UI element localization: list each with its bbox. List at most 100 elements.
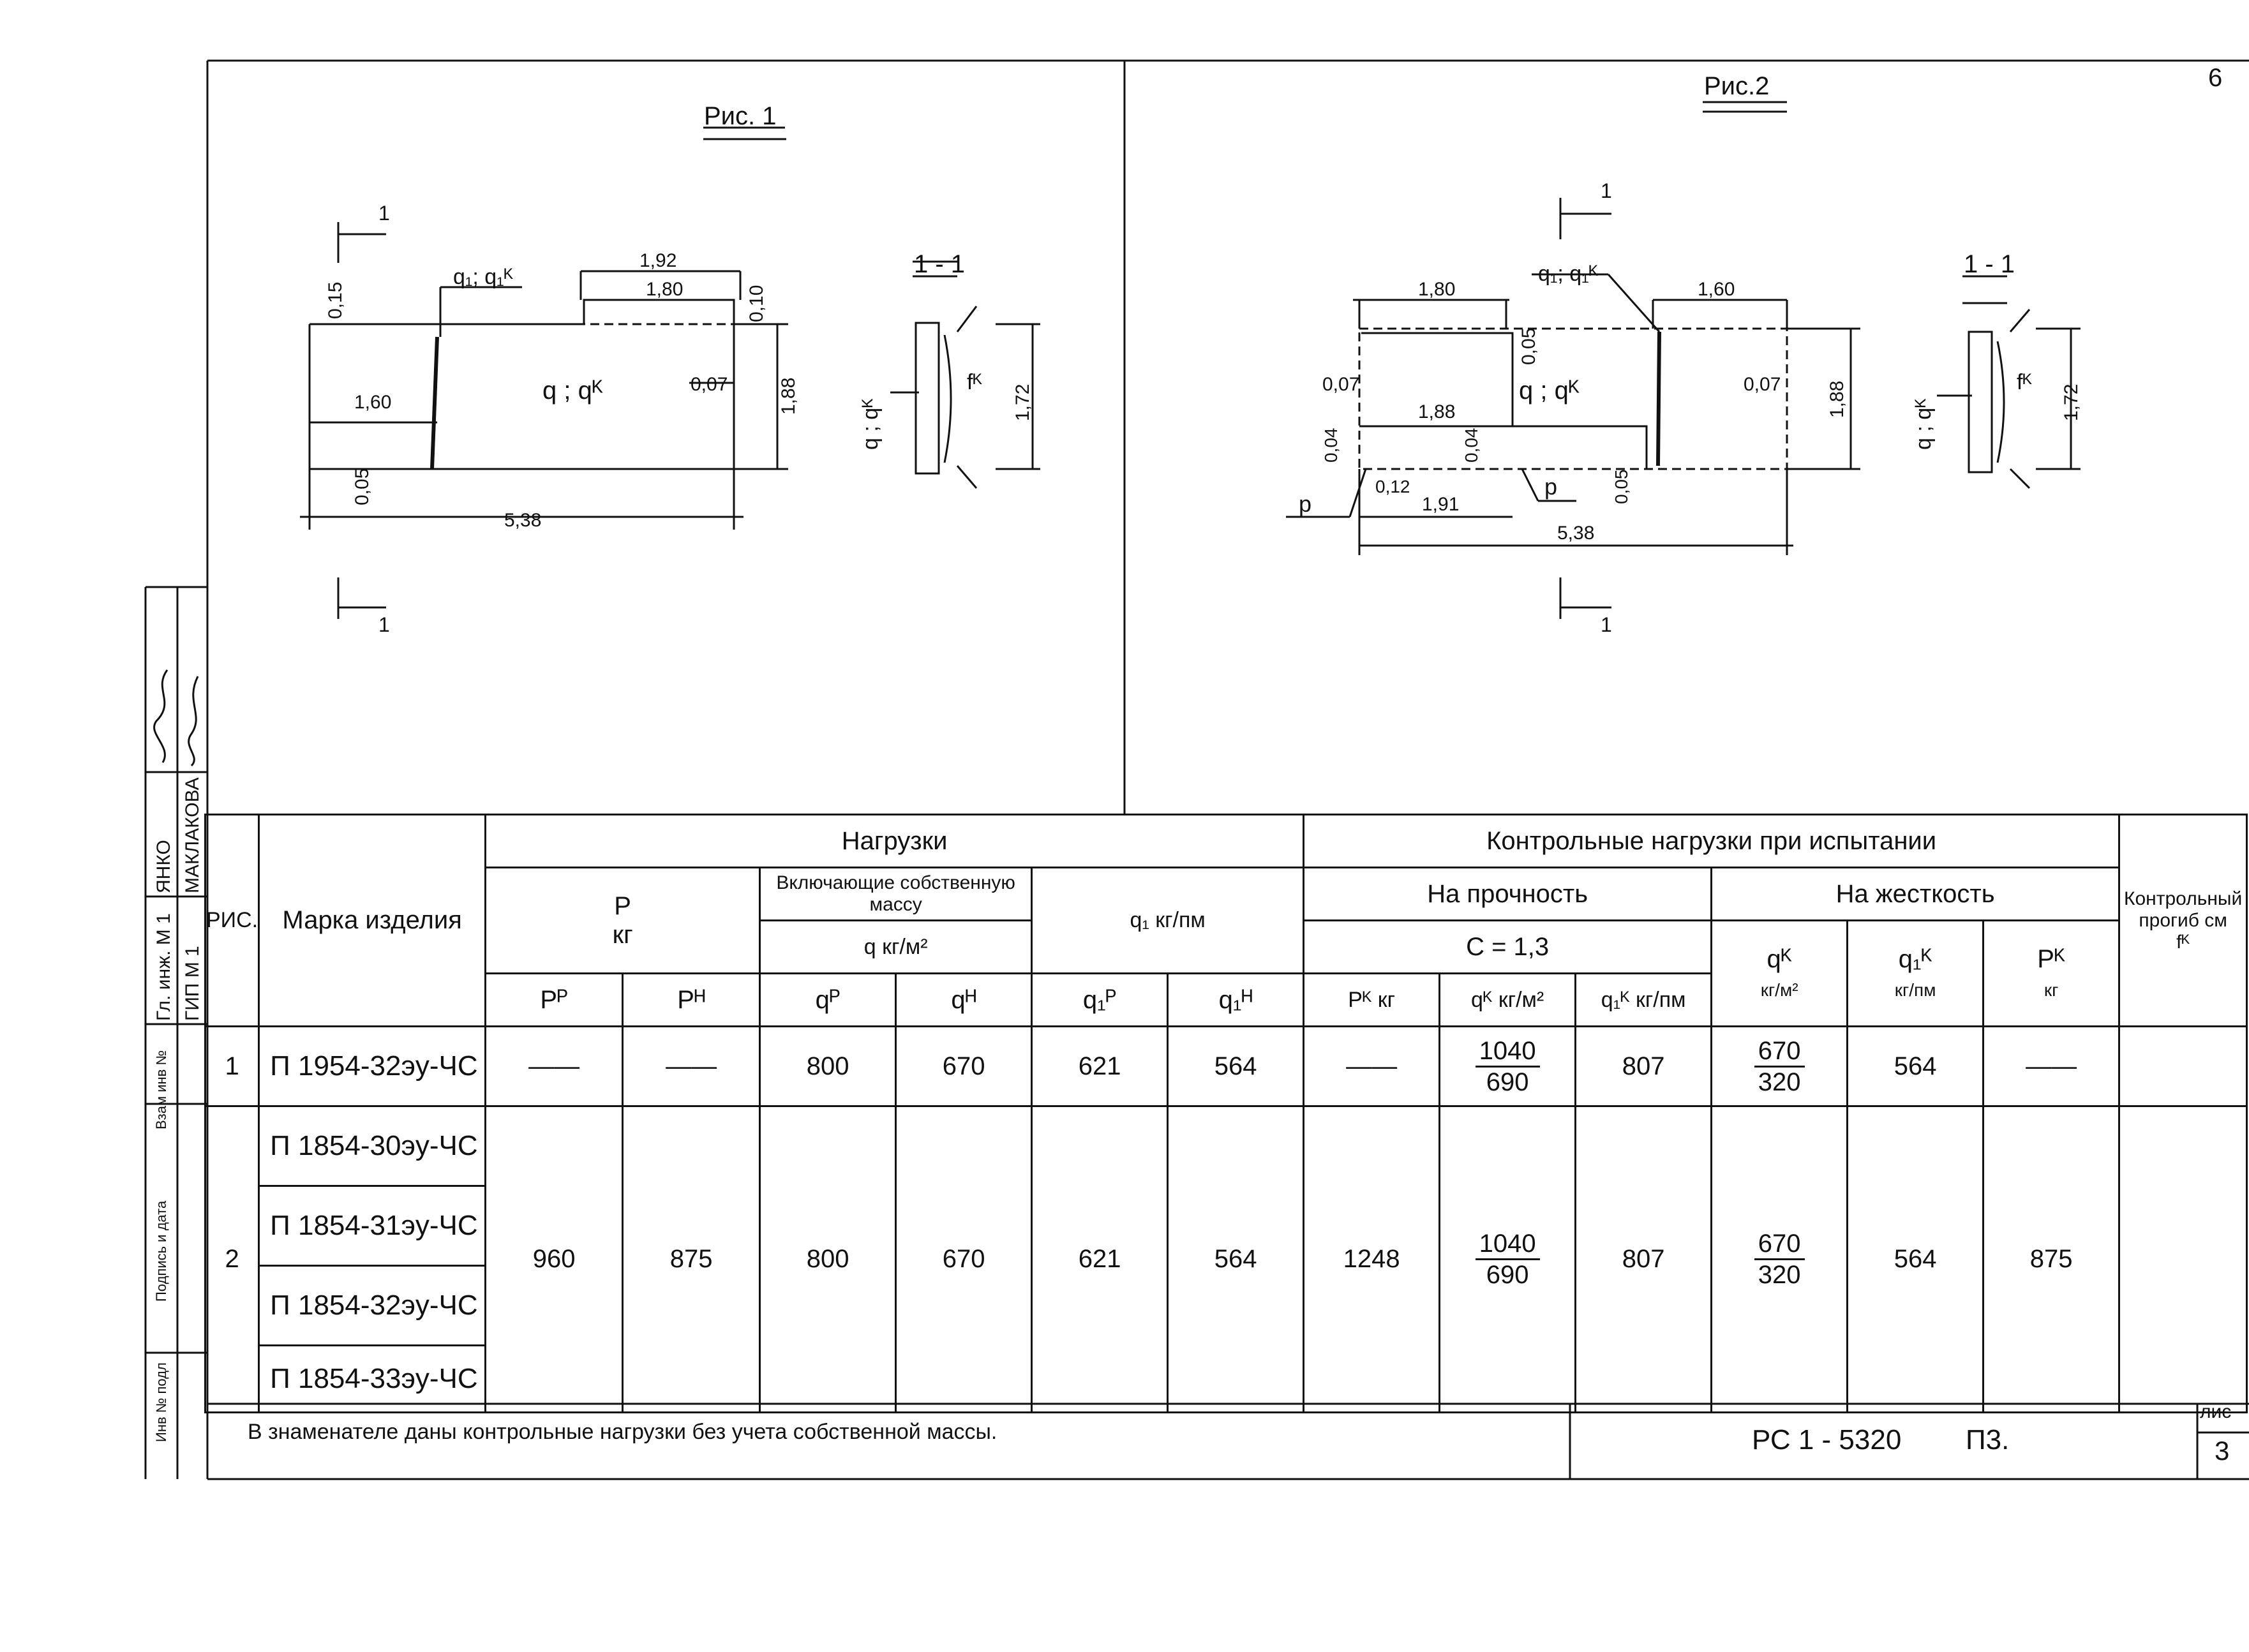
row2-mark: П 1854-32эу-ЧС — [258, 1265, 487, 1346]
fig1-dim: 1,60 — [354, 392, 391, 413]
row2-q1p: 621 — [1031, 1105, 1169, 1413]
row2-deflection — [2118, 1105, 2248, 1413]
fig1-section-marker-top: 1 — [378, 202, 390, 225]
fig2-label-qqk: q ; qᴷ — [1519, 376, 1580, 405]
signatures — [153, 669, 199, 767]
fig2-label-p-left: p — [1299, 491, 1311, 517]
fig2-label-fk: fᴷ — [2017, 370, 2032, 394]
header-stiffness: На жесткость — [1710, 867, 2121, 921]
fig2-dim: 0,04 — [1461, 428, 1481, 463]
fig2-section-marker-top: 1 — [1601, 179, 1612, 202]
subheader-pp: Pᴾ — [484, 972, 624, 1027]
row1-qn: 670 — [895, 1025, 1033, 1107]
header-control: Контрольные нагрузки при испытании — [1303, 814, 2121, 868]
stamp-field-inventory: Инв № подл — [153, 1362, 169, 1442]
header-fig: РИС. — [204, 814, 260, 1027]
stamp-role-gip: ГИП М 1 — [182, 946, 203, 1021]
table-row: 1 П 1954-32эу-ЧС —— —— 800 670 621 564 —… — [204, 1025, 2248, 1107]
fig1-plan — [300, 126, 1040, 619]
fig1-label-q1qk: q₁; q₁ᴷ — [453, 265, 514, 289]
fig2-section-title: 1 - 1 — [1964, 250, 2015, 278]
document-code: РС 1 - 5320 — [1752, 1424, 1902, 1455]
fig1-label-qqk: q ; qᴷ — [542, 376, 603, 405]
fig2-dim: 1,91 — [1422, 494, 1459, 515]
table-row: 2 П 1854-30эу-ЧС 960 875 800 670 621 564… — [204, 1105, 2248, 1413]
row2-qp: 800 — [759, 1105, 897, 1413]
row2-mark: П 1854-31эу-ЧС — [258, 1185, 487, 1267]
row1-q1n: 564 — [1167, 1025, 1305, 1107]
row2-pp: 960 — [484, 1105, 624, 1413]
fig2-section-marker-bottom: 1 — [1601, 613, 1612, 636]
row2-q1k: 807 — [1574, 1105, 1713, 1413]
footnote: В знаменателе даны контрольные нагрузки … — [248, 1420, 997, 1444]
row1-pn: —— — [622, 1025, 761, 1107]
fig1-dim: 1,80 — [646, 279, 683, 300]
row1-pp: —— — [484, 1025, 624, 1107]
header-strength: На прочность — [1303, 867, 1713, 921]
row1-q1p: 621 — [1031, 1025, 1169, 1107]
subheader-qk: qᴷ кг/м² — [1438, 972, 1577, 1027]
row1-qp: 800 — [759, 1025, 897, 1107]
fig1-dim: 1,88 — [778, 378, 799, 415]
row1-q1k: 807 — [1574, 1025, 1713, 1107]
fig1-title: Рис. 1 — [704, 102, 777, 130]
subheader-pn: Pᴴ — [622, 972, 761, 1027]
stamp-field-signature: Подпись и дата — [153, 1200, 169, 1302]
fig2-dim: 1,88 — [1827, 381, 1848, 418]
row1-pk: —— — [1303, 1025, 1441, 1107]
row2-q1n: 564 — [1167, 1105, 1305, 1413]
fig2-label-p-right: p — [1544, 473, 1557, 500]
fig1-dim: 5,38 — [504, 510, 541, 531]
subheader-qp: qᴾ — [759, 972, 897, 1027]
document-suffix: П3. — [1966, 1424, 2010, 1455]
subheader-q1k: q₁ᴷ кг/пм — [1574, 972, 1713, 1027]
row2-mark: П 1854-33эу-ЧС — [258, 1344, 487, 1413]
row2-fig: 2 — [204, 1105, 260, 1413]
fig2-dim: 1,88 — [1418, 401, 1455, 422]
fig2-dim: 0,05 — [1611, 470, 1631, 505]
fig2-label-q1qk: q₁; q₁ᴷ — [1538, 262, 1599, 286]
header-c: C = 1,3 — [1303, 919, 1713, 974]
row1-stf-q1k: 564 — [1846, 1025, 1985, 1107]
row2-stf-q1k: 564 — [1846, 1105, 1985, 1413]
fig2-dim: 1,72 — [2061, 384, 2082, 421]
fig2-dim: 0,05 — [1518, 328, 1539, 365]
fig1-dim: 0,05 — [352, 468, 373, 505]
subheader-qn: qᴴ — [895, 972, 1033, 1027]
fig1-dim: 1,92 — [639, 250, 676, 271]
stamp-field-replace: Взам инв № — [153, 1050, 169, 1129]
fig2-dim: 1,60 — [1698, 279, 1735, 300]
header-q1: q₁ кг/пм — [1031, 867, 1305, 974]
page-corner-mark: 6 — [2208, 64, 2223, 92]
row2-qn: 670 — [895, 1105, 1033, 1413]
header-mark: Марка изделия — [258, 814, 487, 1027]
row2-stf-pk: 875 — [1982, 1105, 2121, 1413]
table-row: П 1854-31эу-ЧС — [205, 1185, 2247, 1267]
row1-stf-pk: —— — [1982, 1025, 2121, 1107]
fig2-dim: 0,07 — [1322, 374, 1359, 395]
header-q: q кг/м² — [759, 919, 1033, 974]
sheet-label: лис — [2200, 1401, 2232, 1422]
fig1-section-title: 1 - 1 — [914, 250, 965, 278]
fig2-title: Рис.2 — [1704, 72, 1769, 100]
fig1-dim: 1,72 — [1012, 384, 1033, 421]
fig1-dim: 0,15 — [325, 282, 346, 319]
fig1-label-qqk-section: q ; qᴷ — [858, 398, 883, 450]
fig1-dim: 0,10 — [746, 285, 767, 322]
stamp-name-yanko: ЯНКО — [153, 840, 174, 893]
row1-mark: П 1954-32эу-ЧС — [258, 1025, 487, 1107]
loads-table: РИС. Марка изделия Нагрузки Контрольные … — [204, 814, 2248, 1413]
header-incl-mass: Включающие собственную массу — [759, 867, 1033, 921]
fig2-dim: 0,12 — [1375, 477, 1410, 496]
row2-pk: 1248 — [1303, 1105, 1441, 1413]
subheader-q1p: q₁ᴾ — [1031, 972, 1169, 1027]
fig1-section-marker-bottom: 1 — [378, 613, 390, 636]
table-row: П 1854-33эу-ЧС — [205, 1344, 2247, 1413]
